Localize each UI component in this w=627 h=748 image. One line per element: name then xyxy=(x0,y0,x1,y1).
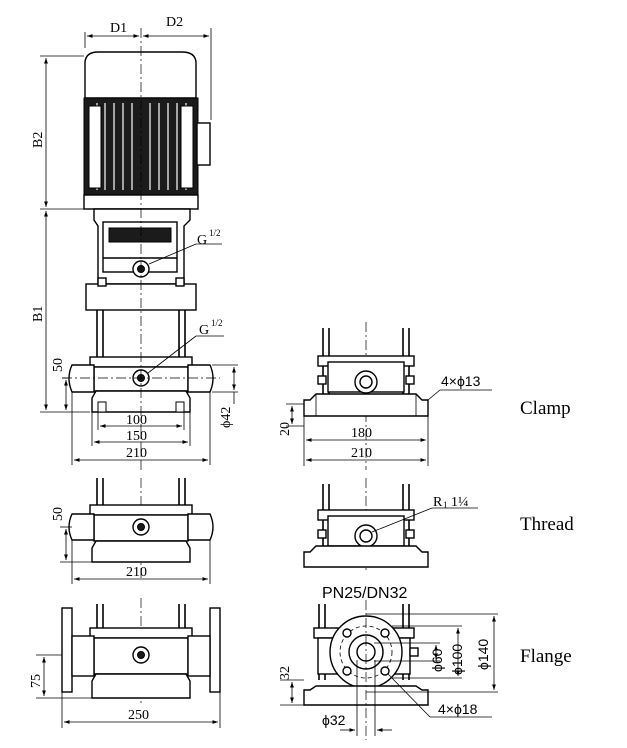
outlet-stub xyxy=(187,364,214,393)
dim-bolt-clamp: 4×ϕ13 xyxy=(441,373,481,389)
dim-phi140: ϕ140 xyxy=(475,639,491,670)
dim-20: 20 xyxy=(278,422,293,436)
dim-phi100: ϕ100 xyxy=(449,644,465,675)
dim-100: 100 xyxy=(126,413,147,428)
dim-d2: D2 xyxy=(166,15,183,30)
flange-left xyxy=(61,607,73,693)
dim-g-upper: G xyxy=(197,233,207,248)
pump-main-view xyxy=(62,28,220,470)
dim-210-clamp: 210 xyxy=(351,446,372,461)
dim-d1: D1 xyxy=(110,21,127,36)
clamp-view: 4×ϕ13 20 180 210 Clamp xyxy=(278,322,571,470)
inlet-stub xyxy=(68,364,95,393)
dims-main: D1 D2 B2 B1 50 G 1/2 G 1/2 ϕ42 100 xyxy=(31,15,238,465)
dim-phi60: ϕ60 xyxy=(429,648,445,672)
dim-180: 180 xyxy=(351,426,372,441)
dim-g-upper-frac: 1/2 xyxy=(209,228,221,238)
flange-right xyxy=(209,607,221,693)
dim-flange-std: PN25/DN32 xyxy=(322,585,407,602)
flange-bolt-hole xyxy=(342,666,352,676)
dim-50-thread: 50 xyxy=(51,507,66,521)
dim-thread-sub: 1 xyxy=(443,500,448,510)
coupling xyxy=(108,227,172,243)
terminal-box xyxy=(196,122,211,166)
flange-bolt-hole xyxy=(342,628,352,638)
flange-front-view: 75 250 xyxy=(29,598,221,728)
dim-150: 150 xyxy=(126,429,147,444)
motor-fin-window-right xyxy=(180,105,194,189)
dim-b1: B1 xyxy=(31,306,46,322)
dim-50-main: 50 xyxy=(51,358,66,372)
thread-outlet xyxy=(187,513,214,541)
dim-210-main: 210 xyxy=(126,446,147,461)
motor-cap xyxy=(84,51,197,99)
dim-phi42: ϕ42 xyxy=(219,407,234,428)
dim-32: 32 xyxy=(278,666,293,680)
dim-210-thread: 210 xyxy=(126,565,147,580)
dim-b2: B2 xyxy=(31,132,46,148)
flange-bolt-hole xyxy=(380,628,390,638)
label-flange: Flange xyxy=(520,646,572,667)
thread-side-view: R 1 1¼ Thread xyxy=(303,478,574,570)
dim-g-lower: G xyxy=(199,323,209,338)
clamp-base xyxy=(303,393,429,417)
dim-phi32: ϕ32 xyxy=(322,712,346,728)
dim-bolt-flange: 4×ϕ18 xyxy=(438,701,478,717)
dim-250: 250 xyxy=(128,708,149,723)
dim-thread-size: 1¼ xyxy=(451,495,469,510)
dim-thread-r: R xyxy=(433,495,443,510)
thread-inlet xyxy=(68,513,95,541)
label-clamp: Clamp xyxy=(520,398,571,419)
flange-bolt-hole xyxy=(380,666,390,676)
dim-75: 75 xyxy=(29,674,44,688)
thread-front-view: 50 210 xyxy=(51,478,214,584)
flange-side-view: PN25/DN32 ϕ60 ϕ100 ϕ140 32 xyxy=(278,585,572,740)
label-thread: Thread xyxy=(520,514,574,535)
dim-g-lower-frac: 1/2 xyxy=(211,318,223,328)
motor-fin-window-left xyxy=(88,105,102,189)
